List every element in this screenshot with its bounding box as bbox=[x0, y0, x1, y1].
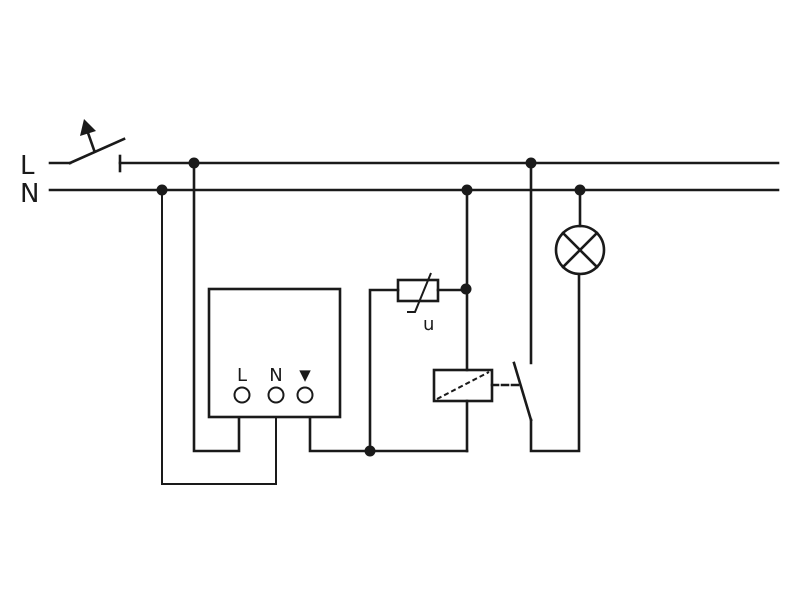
relay-contact-blade bbox=[512, 361, 533, 422]
control-device-box bbox=[207, 287, 342, 419]
line-label: L bbox=[20, 151, 35, 181]
neutral-label: N bbox=[20, 179, 39, 209]
device-terminal-l-label: L bbox=[237, 365, 247, 386]
relay-coil-slash bbox=[436, 371, 490, 400]
device-output-wire bbox=[308, 416, 469, 453]
lamp-return-wire bbox=[529, 272, 581, 453]
varistor-slash-icon bbox=[407, 272, 432, 313]
device-l-wire bbox=[192, 161, 241, 453]
lamp-icon bbox=[554, 224, 606, 276]
varistor-u-label: u bbox=[423, 314, 434, 335]
device-terminal-n-label: N bbox=[269, 365, 282, 386]
device-terminal-l bbox=[233, 386, 251, 404]
device-terminal-out bbox=[296, 386, 314, 404]
device-n-wire bbox=[161, 190, 277, 485]
varistor-body bbox=[396, 278, 440, 303]
varistor-left-wire bbox=[368, 288, 400, 453]
switch-arrow-icon bbox=[80, 119, 96, 136]
main-switch-blade bbox=[68, 137, 126, 165]
lamp-cross-2 bbox=[561, 231, 599, 269]
device-terminal-n bbox=[267, 386, 285, 404]
device-terminal-out-label: ▼ bbox=[299, 366, 311, 384]
